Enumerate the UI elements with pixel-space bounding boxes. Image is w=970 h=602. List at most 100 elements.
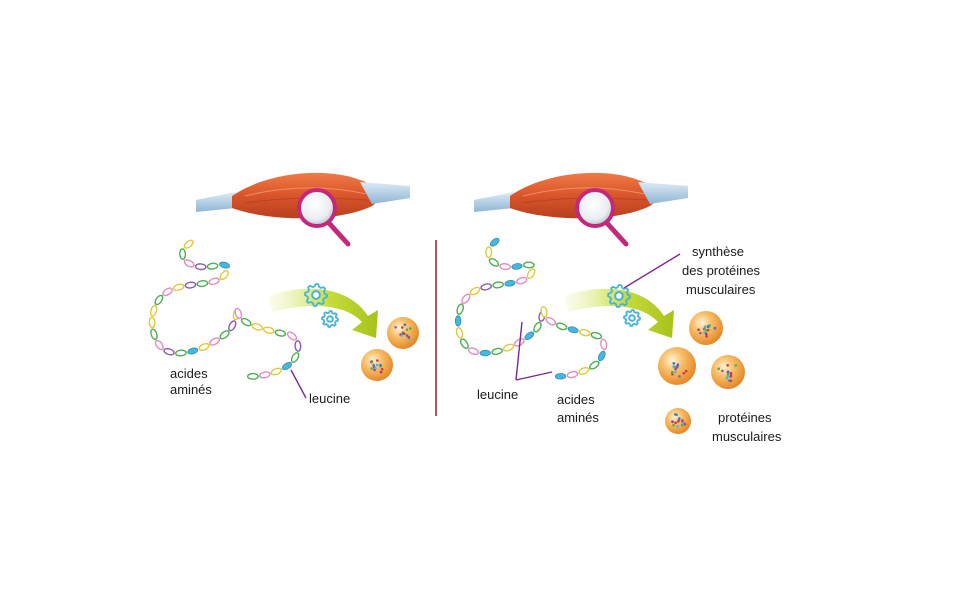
gear-outline [607,284,631,308]
amino-acid-bead [523,261,535,269]
protein-residue [676,425,679,428]
amino-acid-bead [511,263,523,270]
amino-acid-bead [600,338,608,351]
amino-acid-bead [251,323,263,331]
amino-acid-bead [270,367,282,376]
amino-acid-bead [154,294,164,306]
amino-acid-bead [234,307,243,320]
protein-residue [683,422,686,425]
amino-acid-bead [228,320,237,332]
label-line: aminés [170,382,212,397]
protein-residue [684,369,688,373]
amino-acid-bead [240,317,252,327]
protein-residue [405,328,409,332]
right-amino-acids-label: acides aminés [557,391,599,427]
gear-hub [614,291,624,301]
amino-acid-bead [504,280,516,287]
label-line: leucine [477,387,519,402]
leucine-leader-line [515,321,523,381]
amino-acid-bead [172,283,185,292]
protein-residue [401,326,404,329]
label-line: musculaires [712,429,782,444]
amino-acid-bead [456,303,465,315]
protein-residue [678,375,681,378]
amino-acid-bead [208,277,220,286]
left-panel [148,172,419,399]
protein-residue [673,366,677,369]
gear-outline [321,310,339,328]
amino-acid-bead [219,261,231,269]
amino-acid-bead [459,338,469,349]
protein-residue [726,364,729,367]
amino-acid-bead [290,352,300,363]
amino-acid-bead [480,283,492,291]
amino-acid-bead [491,347,503,356]
amino-acid-bead [566,370,579,379]
amino-acid-bead [281,362,292,371]
amino-acid-bead [545,316,557,326]
protein-residue [380,367,384,371]
protein-residue [678,417,681,420]
protein-residue [671,420,674,424]
amino-acid-bead [294,340,302,352]
amino-acid-bead [206,262,219,270]
magnifier-icon [575,188,629,247]
arrow-icon [268,288,378,338]
amino-acid-bead [469,286,481,296]
protein-residue [402,332,406,335]
right-panel [454,172,745,434]
amino-acid-chain [148,239,302,380]
protein-residue [379,363,382,367]
amino-acid-bead [488,257,500,267]
amino-acid-bead [219,270,229,281]
protein-sphere-icon [658,347,696,385]
amino-acid-bead [183,239,194,249]
leucine-leader-line [290,369,307,399]
label-line: acides [170,366,208,381]
protein-residue [721,369,724,373]
amino-acid-bead [175,349,187,357]
protein-residue [403,323,407,327]
protein-residue [697,328,700,332]
protein-residue [672,362,676,365]
protein-residue [674,370,677,374]
gear-icon [304,283,328,307]
protein-residue [729,374,733,378]
protein-residue [717,367,720,371]
gear-outline [623,309,641,327]
right-leucine-label: leucine [477,387,518,403]
amino-acid-bead [183,259,195,268]
protein-residue [671,370,674,374]
amino-acid-bead [150,328,158,341]
protein-residue [682,371,686,375]
protein-residue [671,372,674,376]
protein-residue [713,326,717,330]
amino-acid-bead [163,347,175,356]
protein-residue [705,334,708,338]
protein-residue [704,332,708,336]
proteins-label: protéines musculaires [712,408,781,446]
gear-outline [304,283,328,307]
leucine-leader-line [515,371,553,381]
protein-residue [672,423,675,427]
amino-acid-bead [555,322,568,331]
amino-acid-bead [455,327,464,339]
amino-acid-bead [533,321,542,333]
protein-residue [708,324,711,327]
protein-residue [726,370,730,374]
amino-acid-bead [179,248,187,260]
amino-acid-bead [262,326,275,334]
protein-residue [370,367,374,370]
protein-residue [376,359,379,362]
gear-icon [321,310,339,328]
protein-residue [706,328,710,332]
amino-acid-bead [149,304,158,317]
amino-acid-bead [479,349,491,357]
protein-residue [726,372,730,376]
arrow-icon [564,288,674,338]
left-leucine-label: leucine [309,391,350,407]
protein-residue [725,376,729,380]
protein-residue [729,372,733,375]
magnifier-icon [297,188,351,247]
